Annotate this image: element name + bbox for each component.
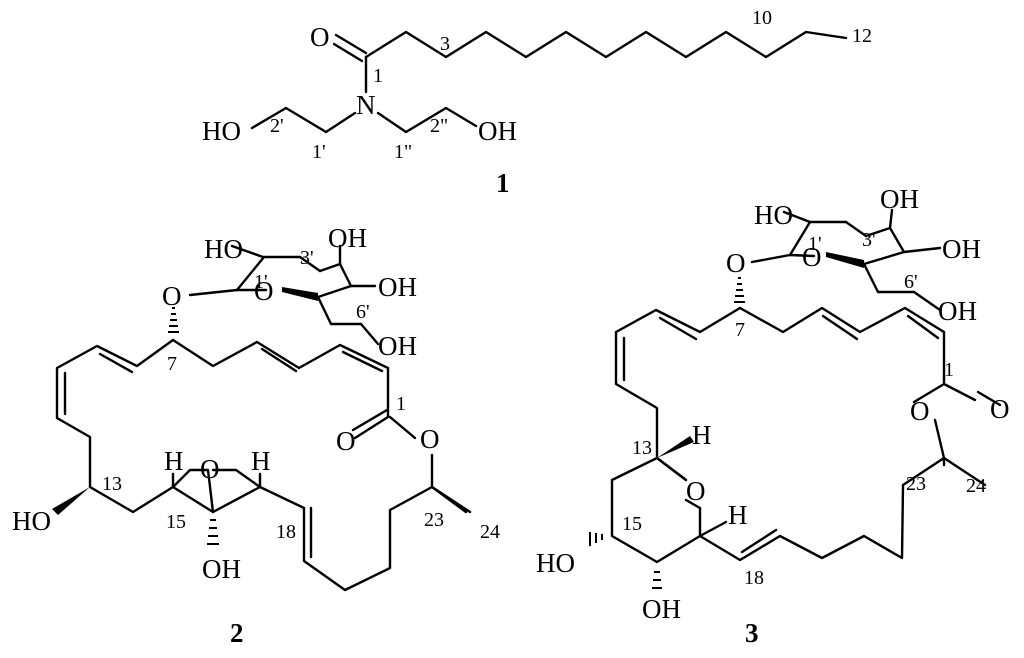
atom-label: HO [12, 506, 51, 536]
compound-2: HO OH O O OH OH O O O HO H H OH 1' 3' 6'… [12, 223, 500, 648]
position-label: 7 [735, 319, 745, 341]
position-label: 23 [906, 473, 926, 495]
atom-label: O [726, 248, 746, 278]
position-label: 1" [394, 141, 412, 163]
position-label: 1 [944, 359, 954, 381]
hashed-bond [168, 307, 179, 333]
position-label: 18 [744, 567, 764, 589]
position-label: 15 [622, 513, 642, 535]
atom-label: HO [536, 548, 575, 578]
atom-label: H [164, 446, 184, 476]
atom-label: HO [204, 234, 243, 264]
atom-label: OH [478, 116, 517, 146]
atom-label: OH [880, 184, 919, 214]
position-label: 2" [430, 115, 448, 137]
atom-label: O [254, 276, 274, 306]
position-label: 7 [167, 353, 177, 375]
atom-label: HO [202, 116, 241, 146]
position-label: 23 [424, 509, 444, 531]
atom-label: O [310, 22, 330, 52]
atom-label: OH [938, 296, 977, 326]
atom-label: O [200, 454, 220, 484]
hashed-bond [652, 571, 662, 589]
compound-number: 3 [745, 618, 759, 648]
position-label: 1' [808, 233, 822, 255]
position-label: 6' [356, 301, 370, 323]
compound-3: HO OH O O OH OH O O O H H HO OH 3' 1' 6'… [536, 184, 1010, 648]
position-label: 24 [480, 521, 500, 543]
hashed-bond [734, 277, 745, 303]
position-label: 3' [300, 247, 314, 269]
position-label: 12 [852, 25, 872, 47]
hashed-bond [589, 532, 603, 546]
atom-label: HO [754, 200, 793, 230]
atom-label: O [336, 426, 356, 456]
position-label: 1 [396, 393, 406, 415]
position-label: 3' [862, 229, 876, 251]
position-label: 18 [276, 521, 296, 543]
atom-label: OH [328, 223, 367, 253]
atom-label: O [162, 281, 182, 311]
atom-label: H [728, 500, 748, 530]
atom-label: H [251, 446, 271, 476]
atom-label: OH [378, 331, 417, 361]
atom-label: N [356, 90, 376, 120]
atom-label: OH [202, 554, 241, 584]
atom-label: O [802, 242, 822, 272]
position-label: 2' [270, 115, 284, 137]
position-label: 13 [632, 437, 652, 459]
atom-label: O [686, 476, 706, 506]
atom-label: O [420, 424, 440, 454]
position-label: 15 [166, 511, 186, 533]
position-label: 3 [440, 33, 450, 55]
position-label: 10 [752, 7, 772, 29]
atom-label: O [910, 396, 930, 426]
position-label: 24 [966, 475, 986, 497]
position-label: 1 [373, 65, 383, 87]
hashed-bond [207, 519, 219, 545]
position-label: 1' [312, 141, 326, 163]
atom-label: OH [642, 594, 681, 624]
position-label: 13 [102, 473, 122, 495]
atom-label: OH [378, 272, 417, 302]
compound-number: 1 [496, 168, 510, 198]
position-label: 1' [254, 271, 268, 293]
atom-label: O [990, 394, 1010, 424]
atom-label: H [692, 420, 712, 450]
compound-1: O N HO OH 1 3 10 12 2' 1' 1" 2" 1 [202, 7, 872, 198]
compound-number: 2 [230, 618, 244, 648]
position-label: 6' [904, 271, 918, 293]
atom-label: OH [942, 234, 981, 264]
